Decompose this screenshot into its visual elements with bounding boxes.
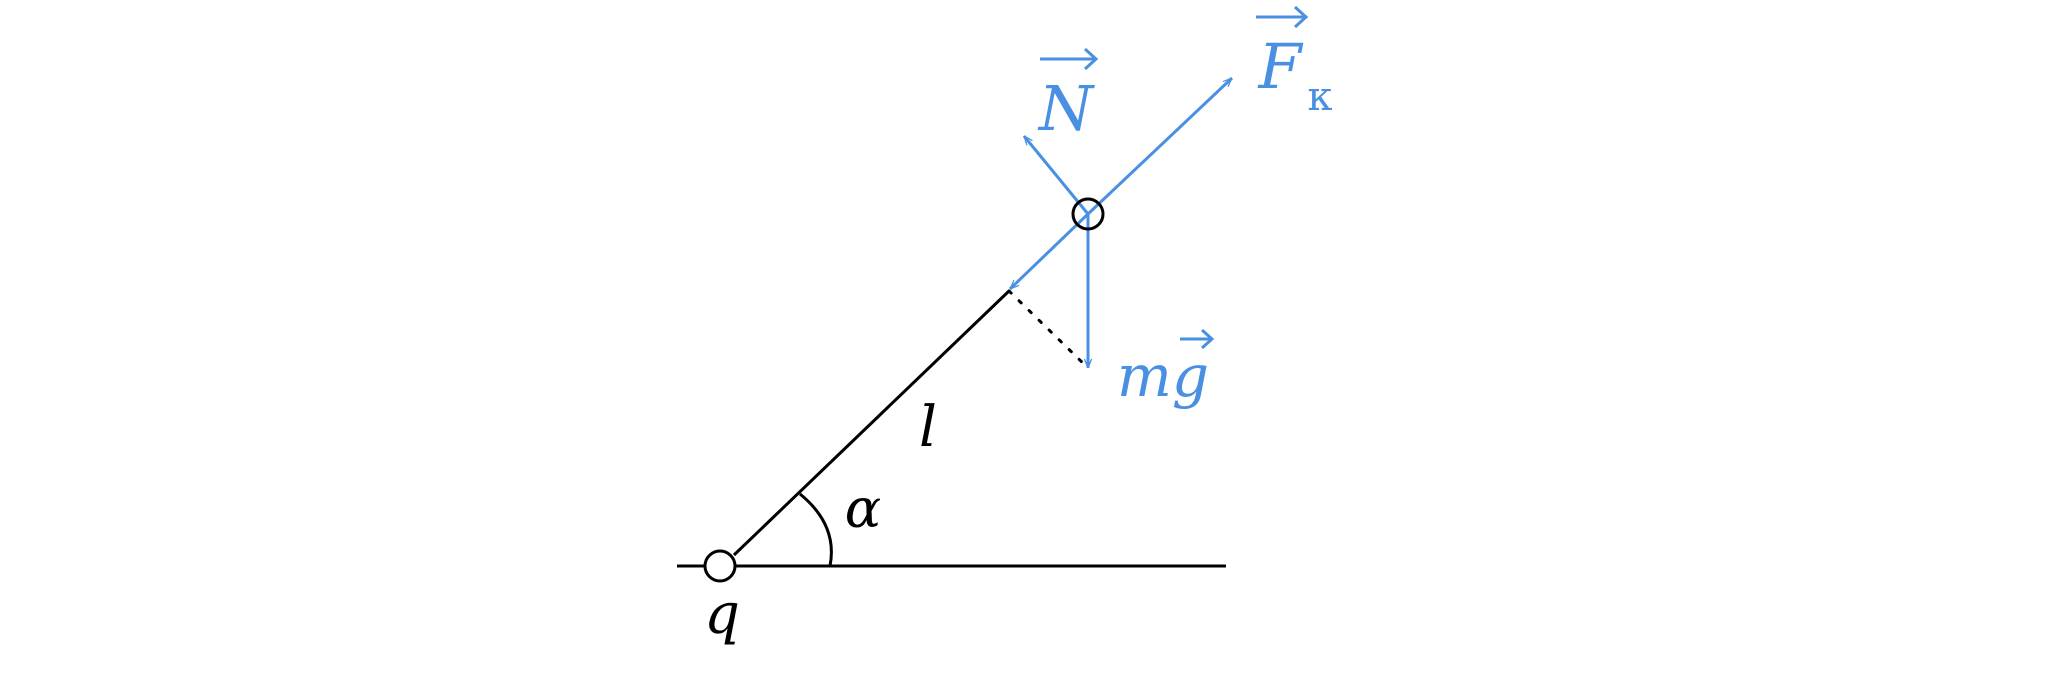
coulomb-vector-arrow-icon [1256,5,1309,29]
charged-ball [1071,197,1105,231]
coulomb-force-subscript: к [1308,74,1333,120]
coulomb-force-arrow [1086,78,1232,216]
gravity-vector-arrow-icon [1180,328,1215,350]
fixed-charge [703,549,737,583]
charge-label: q [704,582,740,647]
length-label: l [919,395,937,460]
inclined-rod [732,289,1011,557]
angle-label: α [845,477,881,540]
coulomb-force-label: F [1257,30,1303,103]
dotted-projection-line [1007,289,1090,370]
angle-arc [799,492,833,567]
normal-force-label: N [1037,72,1096,145]
normal-force-arrow [1022,136,1090,215]
normal-vector-arrow-icon [1040,47,1099,71]
tension-arrow [1010,212,1090,289]
gravity-force-label: mg [1117,342,1209,410]
